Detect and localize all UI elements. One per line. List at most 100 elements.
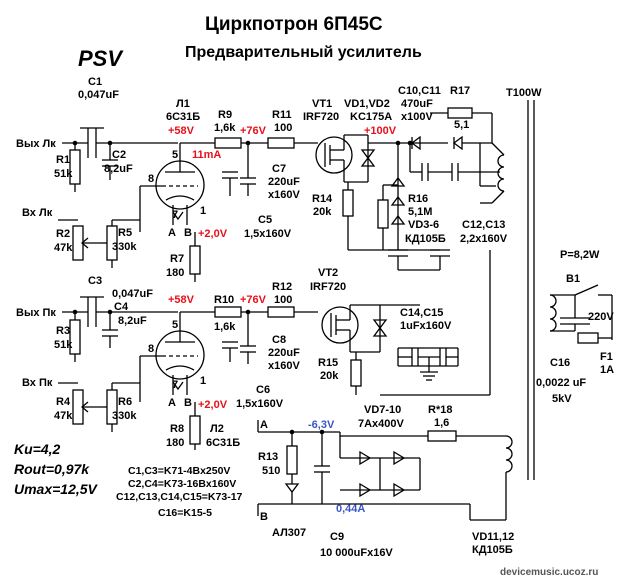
c9-name: C9 [330,531,344,543]
tube2-pin-b: B [184,397,192,409]
spec-umax: Umax=12,5V [14,481,99,497]
wiring [58,100,613,521]
r15-value: 20k [320,370,339,382]
channel-right-labels: C3 0,047uF Вых Пк R3 51k C4 8,2uF +58V R… [16,267,452,449]
r9-value: 1,6k [214,122,236,134]
header: Циркпотрон 6П45С Предварительный усилите… [78,14,422,71]
c8-voltage: x160V [268,360,300,372]
heater-a: A [260,419,268,431]
c6-value: 1,5x160V [236,398,284,410]
current-11ma: 11mA [192,149,221,161]
r8-value: 180 [166,437,184,449]
spec-gain: Ku=4,2 [14,441,61,457]
vt2-name: VT2 [318,267,338,279]
voltage-58-bottom: +58V [168,294,195,306]
r18-name: R*18 [428,404,452,416]
r15-name: R15 [318,357,338,369]
l2-type: 6С31Б [206,437,240,449]
r8-name: R8 [170,423,184,435]
vd12-name: VD1,VD2 [344,98,390,110]
vd710-type: 7Ax400V [358,418,405,430]
specs-block: Ku=4,2 Rout=0,97k Umax=12,5V [14,441,99,497]
c1011-voltage: x100V [401,111,433,123]
r7-value: 180 [166,267,184,279]
r10-value: 1,6k [214,321,236,333]
c1213-value: 2,2x160V [460,233,508,245]
r1-name: R1 [56,154,70,166]
r6-name: R6 [118,396,132,408]
voltage-heater: -6,3V [308,419,335,431]
vt2-type: IRF720 [310,281,346,293]
vd36-name: VD3-6 [408,219,439,231]
r16-name: R16 [408,193,428,205]
c16-value: 0,0022 uF [536,377,586,389]
tube2-pin-a: A [168,397,176,409]
vd710-name: VD7-10 [364,404,401,416]
caps-line-2: C2,C4=K73-16Bx160V [128,478,236,490]
mains-220v: 220V [588,311,614,323]
caps-list: C1,C3=K71-4Bx250V C2,C4=K73-16Bx160V C12… [116,465,243,519]
psu-labels: A B -6,3V 0,44A R13 510 АЛ307 C9 10 000u… [258,404,514,559]
r10-name: R10 [214,294,234,306]
tube1-pin1: 1 [200,205,206,217]
c1-name: C1 [88,76,102,88]
voltage-2-top: +2,0V [198,228,228,240]
current-heater: 0,44A [336,503,365,515]
mains-labels: P=8,2W B1 220V F1 1A C16 0,0022 uF 5kV [536,249,614,405]
output-right-label: Вых Пк [16,307,56,319]
r14-value: 20k [313,206,332,218]
c1415-value: 1uFx160V [400,320,452,332]
fuse-value: 1A [600,364,614,376]
r7-name: R7 [170,253,184,265]
voltage-76-top: +76V [240,125,267,137]
voltage-2-bottom: +2,0V [198,399,228,411]
c1415-name: C14,C15 [400,307,443,319]
channel-left-labels: C1 0,047uF Вых Лк R1 51k C2 8,2uF Вх Лк … [16,76,300,279]
r17-value: 5,1 [454,119,469,131]
c4-value: 8,2uF [118,315,147,327]
caps-line-4: C16=K15-5 [158,507,212,519]
tube2-pin8: 8 [148,343,154,355]
caps-line-3: C12,C13,C14,C15=K73-17 [116,491,243,503]
tube2-pin7: 7 [172,379,178,391]
power-rating: P=8,2W [560,249,600,261]
c9-value: 10 000uFx16V [320,547,393,559]
r3-value: 51k [54,339,73,351]
c4-name: C4 [114,301,129,313]
c1011-name: C10,C11 [398,85,441,97]
r2-name: R2 [56,228,70,240]
vd12-type: KC175A [350,111,392,123]
l2-name: Л2 [210,423,224,435]
voltage-58-top: +58V [168,125,195,137]
r3-name: R3 [56,325,70,337]
c3-value: 0,047uF [112,288,153,300]
tube1-pin-b: B [184,227,192,239]
r18-value: 1,6 [434,417,449,429]
c1011-value: 470uF [401,98,433,110]
caps-line-1: C1,C3=K71-4Bx250V [128,465,230,477]
l1-type: 6С31Б [166,111,200,123]
r17-name: R17 [450,85,470,97]
r11-name: R11 [272,109,292,121]
r12-value: 100 [274,294,292,306]
vt1-name: VT1 [312,98,332,110]
c6-name: C6 [256,384,270,396]
r6-value: 330k [112,410,137,422]
tube2-pin1: 1 [200,375,206,387]
c1-value: 0,047uF [78,89,119,101]
r13-value: 510 [262,465,280,477]
tube1-pin8: 8 [148,173,154,185]
footer-watermark: devicemusic.ucoz.ru [500,567,598,578]
fuse-name: F1 [600,351,613,363]
spec-rout: Rout=0,97k [14,461,90,477]
tube1-pin-a: A [168,227,176,239]
r1-value: 51k [54,168,73,180]
input-left-label: Вх Лк [22,207,53,219]
vd1112-name: VD11,12 [472,531,514,543]
output-left-label: Вых Лк [16,138,56,150]
l1-name: Л1 [176,98,190,110]
c3-name: C3 [88,275,102,287]
r2-value: 47k [54,242,73,254]
c8-name: C8 [272,334,286,346]
